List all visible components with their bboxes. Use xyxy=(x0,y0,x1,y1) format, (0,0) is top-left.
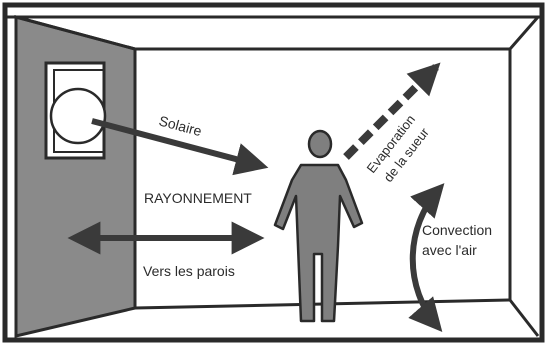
arrow-solaire xyxy=(91,118,269,176)
label-convection-line1: Convection xyxy=(422,222,492,238)
label-vers-les-parois: Vers les parois xyxy=(143,263,235,279)
window-icon xyxy=(44,61,107,160)
arrow-evaporation xyxy=(343,62,441,160)
label-convection-line2: avec l'air xyxy=(422,242,477,258)
arrow-convection xyxy=(408,183,445,332)
person-icon xyxy=(273,129,364,323)
label-rayonnement: RAYONNEMENT xyxy=(144,190,252,206)
